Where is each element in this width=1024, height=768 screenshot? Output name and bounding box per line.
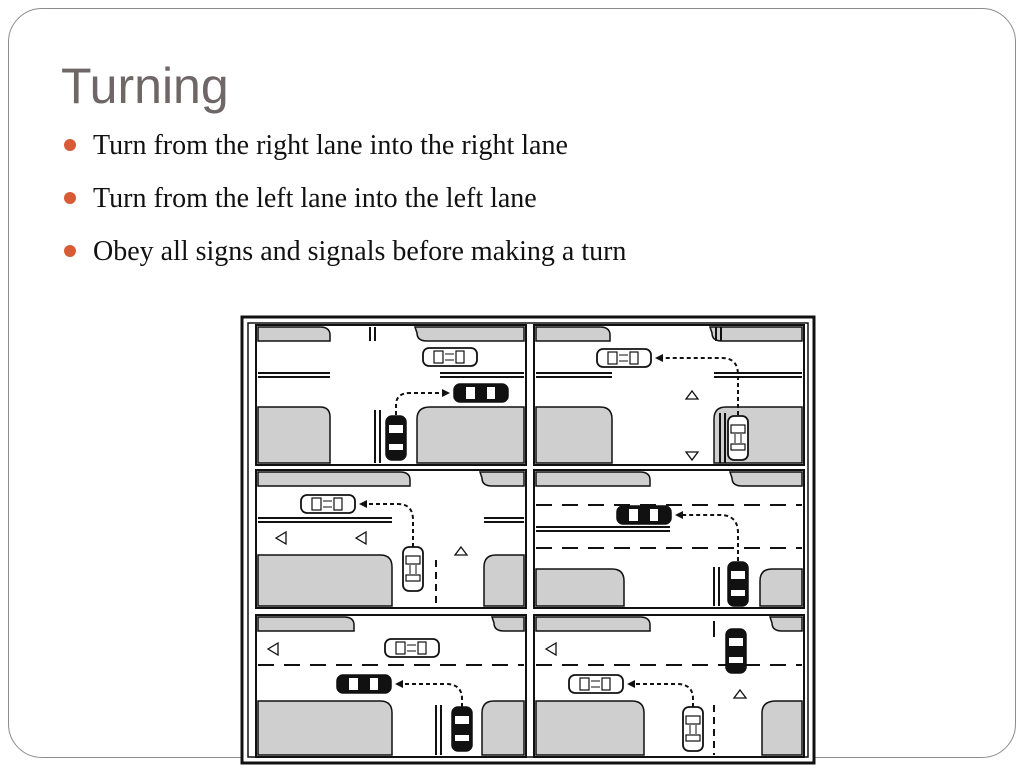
bullet-item: Turn from the left lane into the left la… — [63, 177, 626, 230]
bullet-item: Obey all signs and signals before making… — [63, 230, 626, 283]
bullet-marker-icon — [64, 245, 76, 257]
panel-left-turn-two-way — [533, 324, 805, 466]
panel-left-turn-multi-lane — [533, 469, 805, 609]
bullet-marker-icon — [64, 192, 76, 204]
panel-left-turn-one-way — [255, 614, 527, 758]
panel-left-turn-two-way-2 — [255, 469, 527, 609]
bullet-item: Turn from the right lane into the right … — [63, 124, 626, 177]
slide-title: Turning — [61, 58, 229, 114]
panel-left-turn-one-way-2 — [533, 614, 805, 758]
bullet-marker-icon — [64, 139, 76, 151]
bullet-text: Obey all signs and signals before making… — [93, 236, 627, 267]
panel-right-turn — [255, 324, 527, 466]
bullet-text: Turn from the left lane into the left la… — [93, 183, 537, 214]
bullet-text: Turn from the right lane into the right … — [93, 130, 568, 161]
intersection-turning-diagram — [240, 315, 816, 765]
bullet-list: Turn from the right lane into the right … — [63, 124, 626, 283]
